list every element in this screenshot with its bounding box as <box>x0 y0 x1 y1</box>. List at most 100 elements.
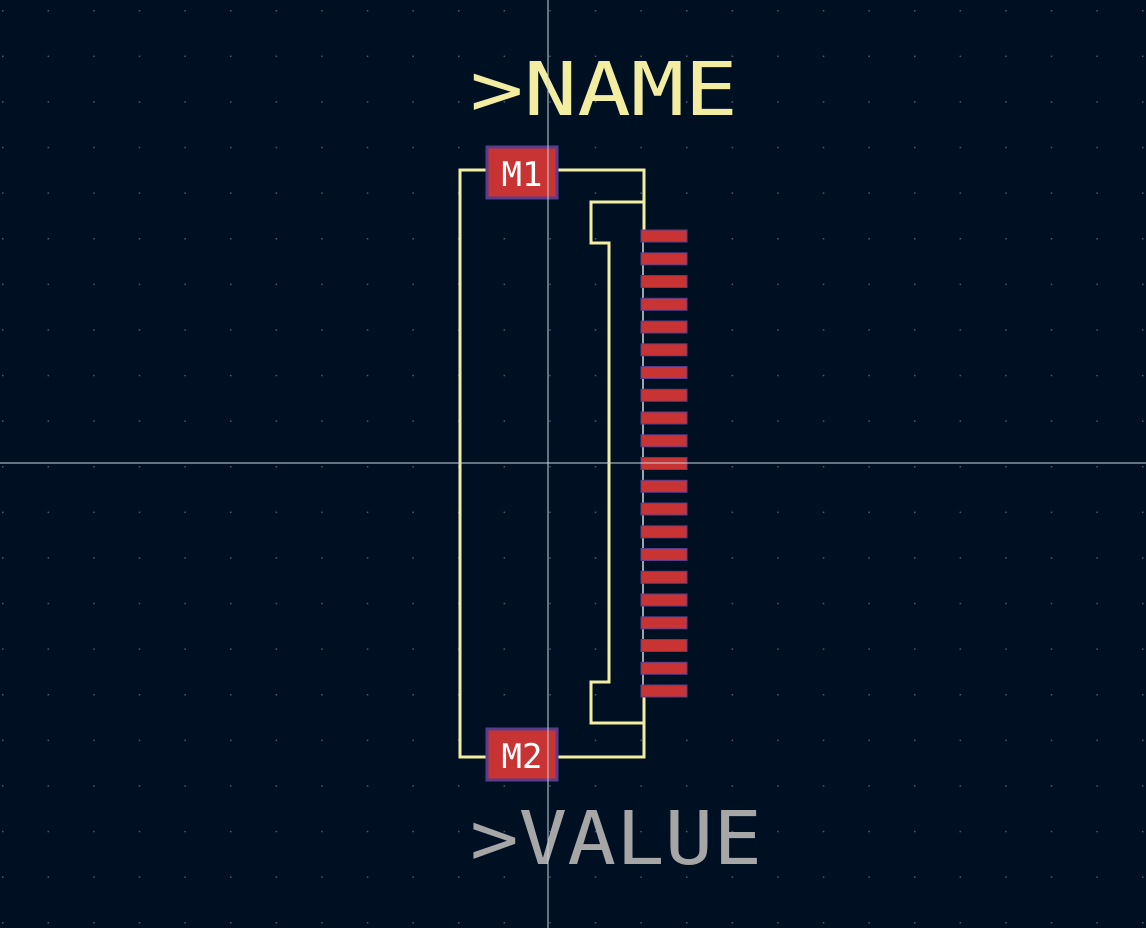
grid-dot <box>93 329 95 331</box>
signal-pad[interactable] <box>640 661 688 675</box>
grid-dot <box>321 602 323 605</box>
signal-pad[interactable] <box>640 366 688 379</box>
grid-dot <box>458 146 460 149</box>
grid-dot <box>366 283 369 286</box>
grid-dot <box>686 830 688 833</box>
grid-dot <box>230 602 232 605</box>
grid-dot <box>275 420 278 422</box>
grid-dot <box>731 146 734 149</box>
signal-pad[interactable] <box>640 616 688 630</box>
grid-dot <box>275 55 278 58</box>
grid-dot <box>230 55 232 58</box>
grid-dot <box>138 10 141 12</box>
signal-pad[interactable] <box>640 388 688 402</box>
grid-dot <box>503 10 506 12</box>
grid-dot <box>275 146 278 149</box>
grid-dot <box>93 101 95 103</box>
grid-dot <box>822 785 825 787</box>
signal-pad[interactable] <box>640 297 688 311</box>
grid-dot <box>1050 602 1053 605</box>
grid-dot <box>594 922 597 924</box>
grid-dot <box>184 511 186 514</box>
grid-dot <box>366 146 369 149</box>
grid-dot <box>275 876 278 878</box>
grid-dot <box>1050 55 1053 58</box>
grid-dot <box>1050 648 1053 650</box>
grid-dot <box>503 557 506 559</box>
reference-label[interactable]: >NAME <box>470 47 738 133</box>
grid-dot <box>686 785 688 787</box>
signal-pad[interactable] <box>640 275 688 288</box>
grid-dot <box>549 420 551 422</box>
mounting-pad-m1[interactable]: M1 <box>485 145 559 200</box>
grid-dot <box>594 602 597 605</box>
grid-dot <box>230 238 232 240</box>
signal-pad[interactable] <box>640 411 688 425</box>
signal-pad[interactable] <box>640 320 688 334</box>
grid-dot <box>275 192 278 194</box>
signal-pad[interactable] <box>640 684 688 698</box>
signal-pad[interactable] <box>640 252 688 266</box>
grid-dot <box>731 10 734 12</box>
grid-dot <box>777 648 779 650</box>
grid-dot <box>184 648 186 650</box>
mounting-pad-m2[interactable]: M2 <box>485 727 559 782</box>
grid-dot <box>822 146 825 149</box>
grid-dot <box>1142 876 1144 878</box>
grid-dot <box>275 739 278 742</box>
outer-body-right-bottom <box>557 697 646 759</box>
grid-dot <box>731 192 734 194</box>
grid-dot <box>1096 922 1098 924</box>
grid-dot <box>640 876 642 878</box>
grid-dot <box>1096 557 1098 559</box>
grid-dot <box>822 374 825 377</box>
signal-pad[interactable] <box>640 434 688 448</box>
grid-dot <box>230 739 232 742</box>
grid-dot <box>914 739 916 742</box>
grid-dot <box>549 329 551 331</box>
grid-dot <box>47 466 50 468</box>
value-label[interactable]: >VALUE <box>470 796 762 882</box>
signal-pad[interactable] <box>640 548 688 561</box>
grid-dot <box>275 648 278 650</box>
signal-pad[interactable] <box>640 570 688 584</box>
grid-dot <box>503 466 506 468</box>
grid-dot <box>503 283 506 286</box>
signal-pad[interactable] <box>640 639 688 652</box>
grid-dot <box>321 283 323 286</box>
grid-dot <box>640 922 642 924</box>
grid-dot <box>230 420 232 422</box>
grid-dot <box>914 602 916 605</box>
grid-dot <box>503 238 506 240</box>
signal-pad[interactable] <box>640 502 688 516</box>
grid-dot <box>412 876 414 878</box>
signal-pad[interactable] <box>640 593 688 607</box>
grid-dot <box>822 830 825 833</box>
grid-dot <box>366 329 369 331</box>
signal-pad[interactable] <box>640 229 688 243</box>
grid-dot <box>321 420 323 422</box>
grid-dot <box>777 283 779 286</box>
signal-pad[interactable] <box>640 525 688 539</box>
mounting-pad-m2-label: M2 <box>502 737 543 777</box>
grid-dot <box>412 283 414 286</box>
grid-dot <box>549 10 551 12</box>
signal-pad[interactable] <box>640 343 688 357</box>
grid-dot <box>914 283 916 286</box>
grid-dot <box>2 101 4 103</box>
grid-dot <box>640 10 642 12</box>
grid-dot <box>594 283 597 286</box>
grid-dot <box>1142 10 1144 12</box>
grid-dot <box>184 602 186 605</box>
grid-dot <box>640 101 642 103</box>
signal-pad[interactable] <box>640 479 688 493</box>
grid-dot <box>1050 785 1053 787</box>
mounting-pad-m2-shape <box>485 727 559 782</box>
grid-dot <box>1142 511 1144 514</box>
grid-dot <box>914 146 916 149</box>
grid-dot <box>2 876 4 878</box>
grid-dot <box>1142 466 1144 468</box>
grid-dot <box>731 511 734 514</box>
grid-dot <box>549 876 551 878</box>
